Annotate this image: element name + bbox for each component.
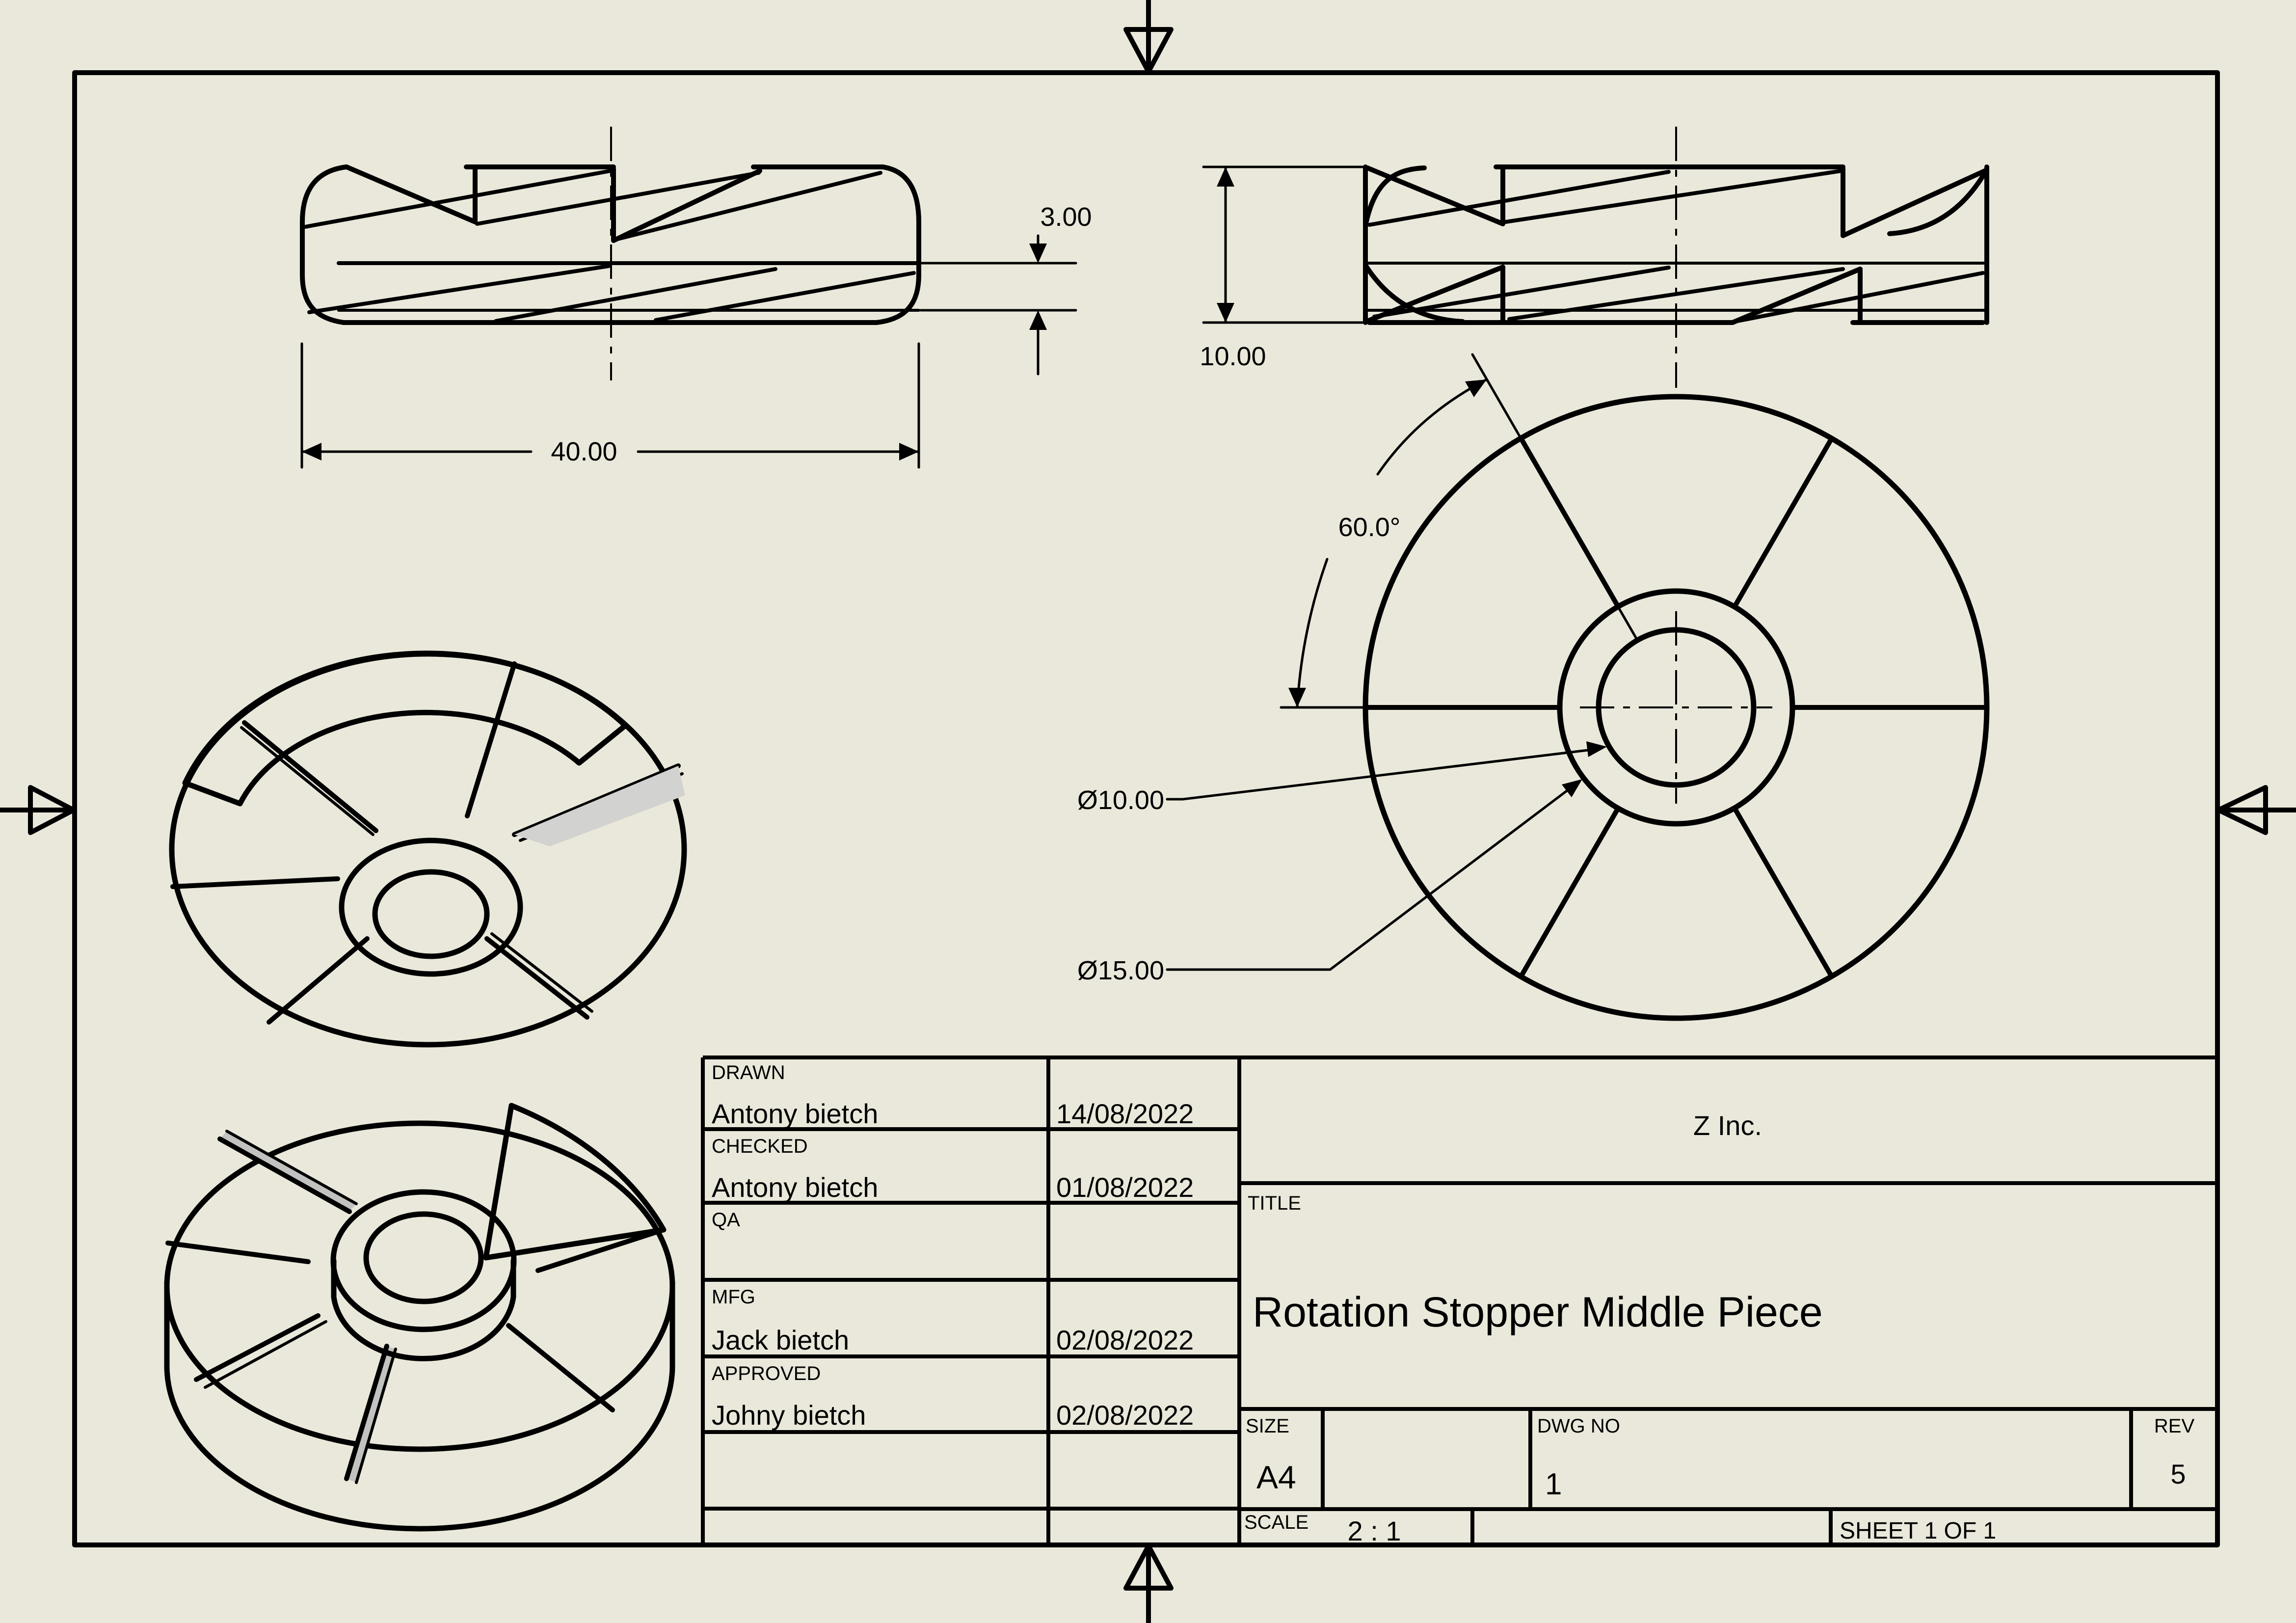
title-block: DRAWN Antony bietch 14/08/2022 CHECKED A… — [701, 1055, 2217, 1546]
front-view — [300, 127, 921, 380]
mfg-date: 02/08/2022 — [1056, 1325, 1194, 1355]
checked-label: CHECKED — [712, 1136, 808, 1157]
iso-bottom-hole — [363, 1211, 484, 1304]
thickness-dim-text: 3.00 — [1040, 202, 1092, 232]
checked-date: 01/08/2022 — [1056, 1172, 1194, 1203]
iso-bottom-topface — [164, 1120, 675, 1452]
iso-top-rim — [182, 650, 628, 807]
boss-dia-text: Ø15.00 — [1077, 956, 1164, 985]
iso-view-top — [169, 650, 687, 1048]
qa-label: QA — [712, 1209, 740, 1231]
circular-view — [1280, 353, 1990, 1021]
mfg-name: Jack bietch — [712, 1325, 849, 1355]
dwg-no-value: 1 — [1545, 1467, 1562, 1501]
scale-value: 2 : 1 — [1348, 1515, 1401, 1546]
dwg-no-label: DWG NO — [1537, 1415, 1620, 1437]
approved-name: Johny bietch — [712, 1400, 866, 1431]
iso-bottom-boss — [330, 1189, 517, 1332]
approved-label: APPROVED — [712, 1363, 821, 1384]
dimension-angle: 60.0° — [1288, 378, 1488, 709]
angle-reference-line — [1471, 353, 1639, 642]
drawing-title: Rotation Stopper Middle Piece — [1253, 1289, 1823, 1336]
iso-bottom-raised-blade — [483, 1103, 667, 1261]
drawn-name: Antony bietch — [712, 1098, 878, 1129]
drawn-label: DRAWN — [712, 1062, 785, 1083]
hole-dia-text: Ø10.00 — [1077, 785, 1164, 815]
title-block-grid — [701, 1055, 2217, 1545]
centering-mark-right-icon — [2216, 785, 2296, 835]
rev-value: 5 — [2170, 1459, 2186, 1489]
size-label: SIZE — [1246, 1415, 1289, 1437]
dimension-width: 40.00 — [300, 342, 920, 469]
dimension-hole-diameter: Ø10.00 — [1077, 741, 1607, 815]
checked-name: Antony bietch — [712, 1172, 878, 1203]
angle-dim-text: 60.0° — [1338, 513, 1401, 542]
company-name: Z Inc. — [1693, 1110, 1762, 1141]
dimension-thickness: 3.00 — [919, 202, 1092, 376]
approved-date: 02/08/2022 — [1056, 1400, 1194, 1431]
iso-top-hole — [372, 869, 490, 959]
iso-bottom-boss-wall — [331, 1258, 516, 1361]
side-view — [1363, 127, 1989, 388]
mfg-label: MFG — [712, 1286, 755, 1308]
centering-mark-bottom-icon — [1123, 1543, 1174, 1623]
iso-view-bottom — [164, 1103, 675, 1532]
centering-mark-top-icon — [1123, 0, 1174, 74]
dimension-boss-diameter: Ø15.00 — [1077, 779, 1582, 985]
iso-bottom-wall — [164, 1279, 675, 1532]
sheet-value: SHEET 1 OF 1 — [1840, 1518, 1996, 1544]
iso-top-boss — [339, 838, 523, 977]
dimension-height: 10.00 — [1200, 165, 1366, 371]
title-label: TITLE — [1248, 1192, 1301, 1214]
size-value: A4 — [1256, 1459, 1296, 1495]
centering-mark-left-icon — [0, 785, 76, 835]
drawn-date: 14/08/2022 — [1056, 1098, 1194, 1129]
scale-label: SCALE — [1244, 1512, 1308, 1533]
rev-label: REV — [2154, 1415, 2195, 1437]
width-dim-text: 40.00 — [551, 437, 617, 466]
height-dim-text: 10.00 — [1200, 342, 1266, 371]
iso-top-highlight-wedge — [514, 766, 685, 846]
